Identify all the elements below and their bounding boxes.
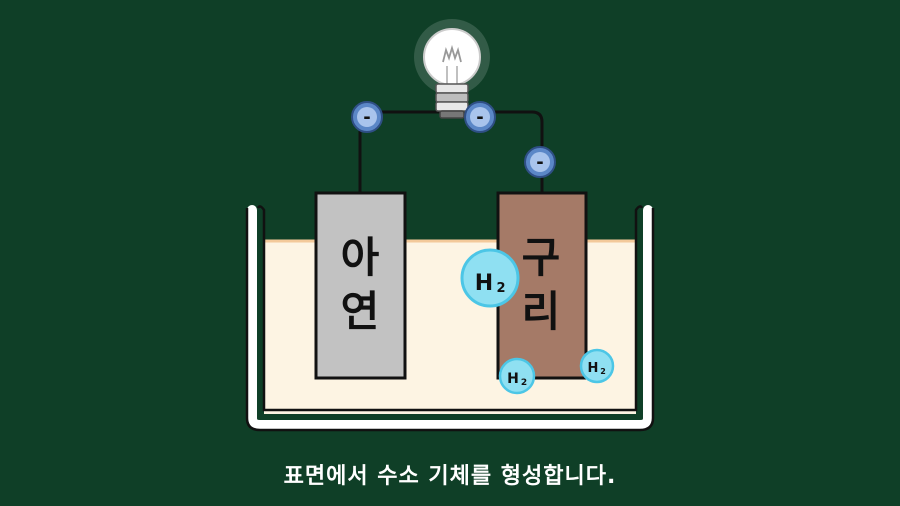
- electron-icon: -: [351, 101, 383, 133]
- bubble-h: H: [475, 271, 493, 296]
- zinc-label-line2: 연: [341, 287, 380, 336]
- bubble-sub: 2: [521, 378, 527, 388]
- copper-label-line1: 구: [522, 233, 561, 282]
- hydrogen-bubble-icon: H 2: [579, 348, 615, 384]
- beaker-wall: [247, 205, 653, 430]
- bubble-sub: 2: [600, 367, 606, 376]
- lightbulb-icon: [423, 28, 481, 119]
- hydrogen-bubble-icon: H 2: [460, 248, 520, 308]
- zinc-label-line1: 아: [341, 233, 380, 282]
- beaker-inner-outline: [256, 205, 644, 412]
- bubble-h: H: [507, 371, 519, 387]
- electron-minus: -: [536, 152, 543, 173]
- subtitle-caption: 표면에서 수소 기체를 형성합니다.: [283, 464, 617, 489]
- circuit-wire: [358, 110, 544, 193]
- copper-label-line2: 리: [522, 287, 561, 336]
- beaker-outer-outline: [245, 208, 655, 432]
- hydrogen-bubble-icon: H 2: [498, 357, 536, 395]
- electron-minus: -: [476, 107, 483, 128]
- electron-icon: -: [464, 101, 496, 133]
- bubble-sub: 2: [496, 281, 505, 296]
- electron-minus: -: [363, 107, 370, 128]
- bubble-h: H: [588, 361, 599, 376]
- zinc-electrode: [314, 191, 407, 380]
- electron-icon: -: [524, 146, 556, 178]
